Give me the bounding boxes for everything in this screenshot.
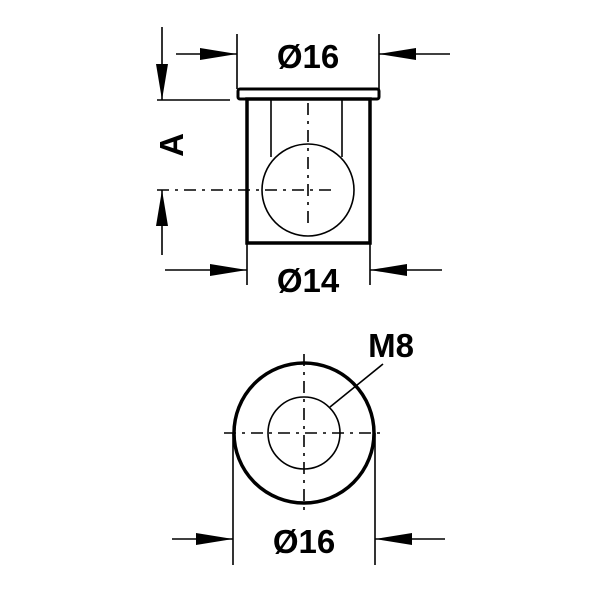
thread-label: M8 — [368, 327, 414, 364]
outer-diameter-label: Ø16 — [273, 523, 335, 560]
top-view: M8 Ø16 — [172, 327, 445, 565]
dimension-height-a: A — [153, 27, 230, 255]
dimension-bottom-diameter: Ø14 — [165, 243, 442, 299]
bottom-diameter-label: Ø14 — [277, 262, 340, 299]
side-view: Ø16 A Ø14 — [153, 27, 450, 299]
m8-leader-line — [329, 363, 384, 408]
dimension-outer-diameter: Ø16 — [172, 433, 445, 565]
dimension-top-diameter: Ø16 — [176, 34, 450, 89]
height-label: A — [153, 133, 190, 157]
cross-hole — [261, 143, 355, 237]
top-diameter-label: Ø16 — [277, 38, 339, 75]
